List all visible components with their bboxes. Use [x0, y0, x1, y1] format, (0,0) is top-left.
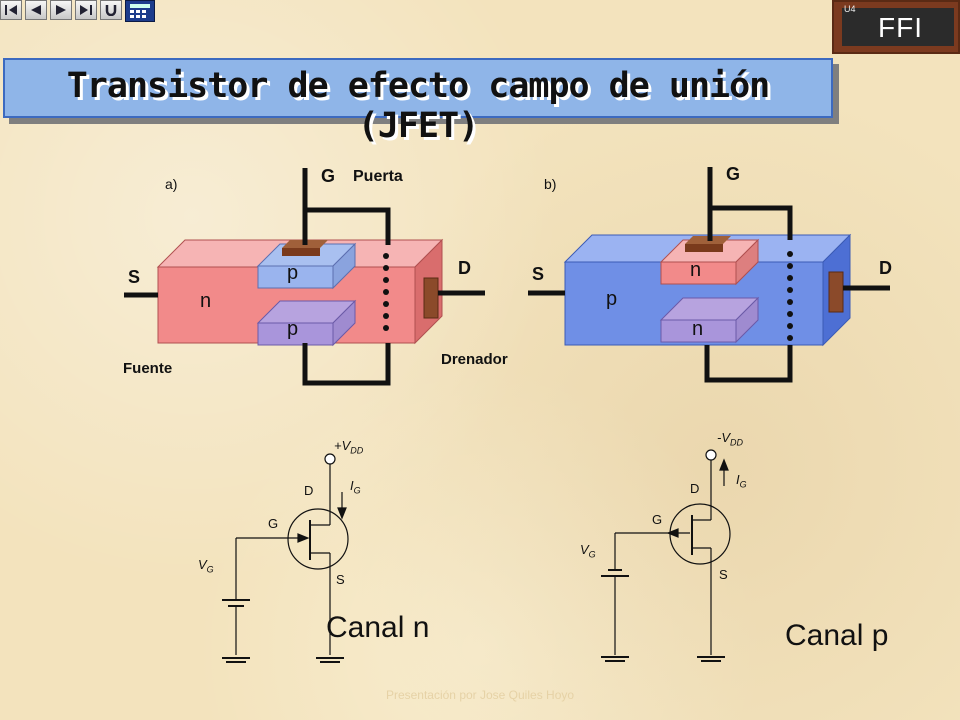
channel-label-a: n	[200, 290, 212, 312]
source-name-a: Fuente	[123, 360, 173, 377]
gate-name-a: Puerta	[353, 168, 403, 185]
page-title: Transistor de efecto campo de unión (JFE…	[66, 66, 771, 146]
figure-a-tag: a)	[165, 176, 178, 192]
circuit-p-schematic	[601, 449, 731, 662]
figure-b-structure	[528, 167, 890, 383]
supply-label-p-sub: DD	[730, 437, 743, 448]
title-banner: Transistor de efecto campo de unión (JFE…	[3, 58, 833, 146]
n-region-b-bottom: n	[692, 318, 704, 340]
gate-label-a: G	[321, 166, 336, 186]
supply-label-p: -VDD	[717, 430, 743, 448]
drain-name-a: Drenador	[441, 351, 508, 368]
vg-label-p-sub: G	[588, 549, 596, 560]
figure-b-tag: b)	[544, 176, 557, 192]
current-label-n-main: I	[350, 478, 354, 493]
source-label-b: S	[532, 264, 545, 284]
ffi-logo: U4 FFI	[832, 0, 960, 54]
drain-contact-a	[423, 277, 439, 319]
source-label-a: S	[128, 267, 141, 287]
calculator-icon[interactable]	[125, 0, 155, 22]
supply-label-n-main: +V	[334, 438, 351, 453]
figure-a-structure	[124, 168, 485, 386]
supply-label-n-sub: DD	[350, 445, 364, 456]
chip-mark: U4	[844, 4, 856, 14]
current-label-p-main: I	[736, 472, 740, 487]
channel-label-b: p	[606, 288, 618, 310]
gate-pin-n: G	[268, 516, 279, 531]
n-region-b-top: n	[690, 259, 702, 281]
supply-label-n: +VDD	[334, 438, 363, 456]
gate-pin-p: G	[652, 512, 663, 527]
vg-label-n-sub: G	[206, 564, 214, 575]
next-icon[interactable]	[50, 0, 72, 20]
caption-canal-n: Canal n	[326, 611, 430, 644]
prev-icon[interactable]	[25, 0, 47, 20]
vg-label-p-main: V	[580, 542, 589, 557]
gate-label-b: G	[726, 164, 741, 184]
vg-label-n: VG	[198, 557, 214, 575]
drain-pin-p: D	[690, 481, 700, 496]
drain-label-a: D	[458, 258, 471, 278]
ffi-badge-text: FFI	[878, 12, 923, 43]
footer-credit: Presentación por Jose Quiles Hoyo	[385, 688, 575, 702]
current-label-n: IG	[350, 478, 361, 496]
source-pin-p: S	[719, 567, 728, 582]
drain-label-b: D	[879, 258, 892, 278]
last-icon[interactable]	[75, 0, 97, 20]
navigation-bar	[0, 0, 155, 22]
vg-label-p: VG	[580, 542, 596, 560]
source-pin-n: S	[336, 572, 345, 587]
drain-pin-n: D	[304, 483, 314, 498]
chip-body	[842, 8, 954, 46]
p-region-a-top: p	[287, 262, 299, 284]
vg-label-n-main: V	[198, 557, 207, 572]
supply-label-p-main: -V	[717, 430, 730, 445]
current-label-p-sub: G	[739, 479, 747, 490]
current-label-p: IG	[736, 472, 747, 490]
p-region-a-bottom: p	[287, 318, 299, 340]
caption-canal-p: Canal p	[785, 619, 889, 652]
circuit-n-schematic	[222, 453, 349, 663]
first-icon[interactable]	[0, 0, 22, 20]
return-icon[interactable]	[100, 0, 122, 20]
current-label-n-sub: G	[353, 485, 361, 496]
drain-contact-b	[828, 271, 844, 313]
